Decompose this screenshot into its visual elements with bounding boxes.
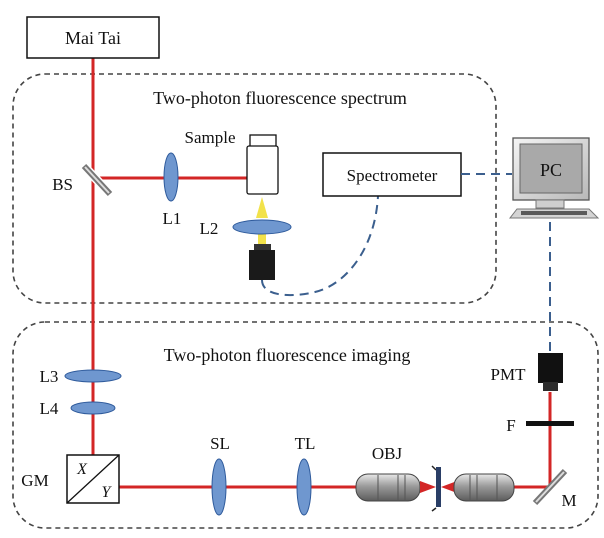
galvo-x-label: X	[76, 461, 88, 478]
mai-tai-laser: Mai Tai	[26, 16, 160, 59]
fluorescence-emission	[256, 197, 268, 218]
spectrum-region-title: Two-photon fluorescence spectrum	[153, 88, 407, 108]
photomultiplier-icon	[538, 353, 563, 391]
lens-l3-label: L3	[40, 367, 59, 386]
computer-monitor-icon	[508, 137, 600, 219]
collection-objective-icon	[441, 473, 515, 502]
objective-lens-icon	[355, 473, 436, 502]
galvo-label: GM	[21, 471, 48, 490]
tube-lens	[296, 458, 312, 516]
imaging-sample	[431, 465, 441, 512]
lens-l4-label: L4	[40, 399, 59, 418]
sample-label: Sample	[185, 128, 236, 147]
lens-l4	[70, 401, 116, 415]
lens-l2-label: L2	[200, 219, 219, 238]
lens-l2	[232, 219, 292, 235]
spectrum-region	[12, 73, 497, 304]
filter-label: F	[506, 416, 515, 435]
imaging-region-title: Two-photon fluorescence imaging	[164, 345, 411, 365]
optical-fiber	[261, 195, 379, 297]
lens-l1	[163, 152, 179, 202]
beam-splitter	[80, 162, 114, 198]
pmt-label: PMT	[491, 365, 527, 384]
beam-splitter-label: BS	[52, 175, 73, 194]
cuvette-icon	[246, 134, 279, 195]
imaging-region	[12, 321, 599, 529]
objective-label: OBJ	[372, 444, 403, 463]
fluorescence-to-detector	[258, 232, 266, 246]
scan-lens-label: SL	[210, 434, 230, 453]
scan-lens	[211, 458, 227, 516]
mirror-m	[532, 468, 568, 506]
spectrometer-label: Spectrometer	[347, 166, 438, 185]
spectrometer: Spectrometer	[322, 152, 462, 197]
galvo-mirror-icon	[66, 454, 120, 504]
laser-beam-path	[91, 58, 552, 489]
laser-label: Mai Tai	[65, 28, 121, 48]
detector-icon	[249, 244, 275, 280]
tube-lens-label: TL	[295, 434, 316, 453]
mirror-label: M	[561, 491, 576, 510]
lens-l3	[64, 369, 122, 383]
filter-f	[526, 421, 574, 426]
lens-l1-label: L1	[163, 209, 182, 228]
pc-label: PC	[540, 160, 562, 180]
galvo-y-label: Y	[102, 484, 113, 501]
